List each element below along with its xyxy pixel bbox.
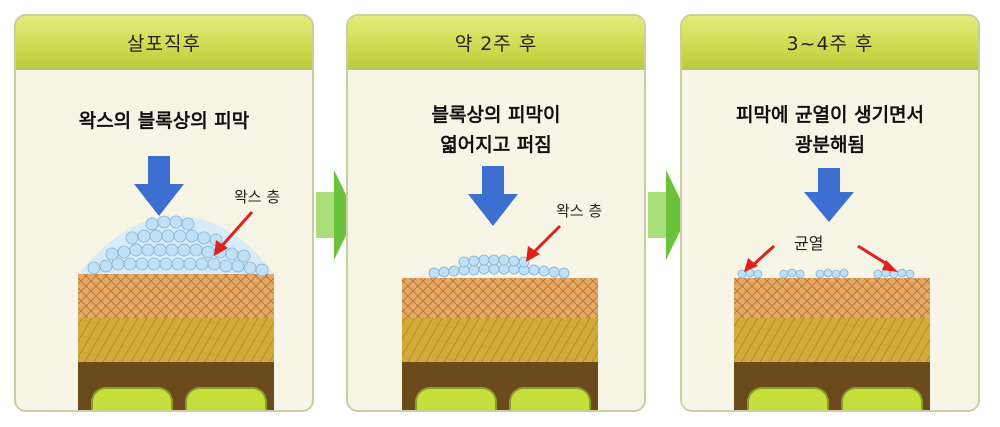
panel-title: 살포직후 — [16, 16, 312, 70]
epidermis-layer — [78, 274, 274, 318]
red-pointer-arrow-icon — [214, 211, 254, 256]
cross-section-illustration — [402, 166, 598, 410]
panel-caption: 블록상의 피막이 엷어지고 퍼짐 — [431, 104, 561, 156]
cross-section-illustration — [78, 156, 274, 410]
epidermis-layer — [402, 278, 598, 318]
seed-shape — [91, 387, 173, 410]
down-arrow-icon — [804, 168, 854, 222]
crack-label: 균열 — [794, 234, 824, 253]
panel-immediately-after: 살포직후 왁스의 블록상의 피막 — [14, 14, 314, 412]
panel-caption: 피막에 균열이 생기면서 광분해됨 — [735, 104, 925, 156]
wax-layer-label: 왁스 층 — [556, 202, 603, 220]
down-arrow-icon — [468, 166, 518, 226]
red-pointer-arrow-icon — [857, 244, 898, 272]
tissue-layer — [734, 318, 930, 362]
seed-shape — [185, 387, 267, 410]
panel-title: 3~4주 후 — [682, 16, 978, 70]
panel-after-2-weeks: 약 2주 후 블록상의 피막이 엷어지고 퍼짐 — [346, 14, 646, 412]
panel-title: 약 2주 후 — [348, 16, 644, 70]
seed-shape — [747, 387, 829, 410]
panel-after-3-4-weeks: 3~4주 후 피막에 균열이 생기면서 광분해됨 — [680, 14, 980, 412]
wax-beads — [428, 254, 570, 279]
cross-section-illustration — [734, 168, 930, 410]
next-stage-arrow-icon — [316, 170, 356, 260]
red-pointer-arrow-icon — [744, 244, 776, 272]
seed-shape — [509, 387, 591, 410]
panel-caption: 왁스의 블록상의 피막 — [78, 110, 250, 132]
seed-shape — [415, 387, 497, 410]
seed-shape — [841, 387, 923, 410]
down-arrow-icon — [134, 156, 184, 216]
red-pointer-arrow-icon — [526, 224, 562, 262]
wax-beads — [78, 215, 274, 277]
tissue-layer — [78, 318, 274, 362]
wax-layer-label: 왁스 층 — [234, 188, 281, 206]
next-stage-arrow-icon — [648, 170, 688, 260]
tissue-layer — [402, 318, 598, 362]
epidermis-layer — [734, 278, 930, 318]
